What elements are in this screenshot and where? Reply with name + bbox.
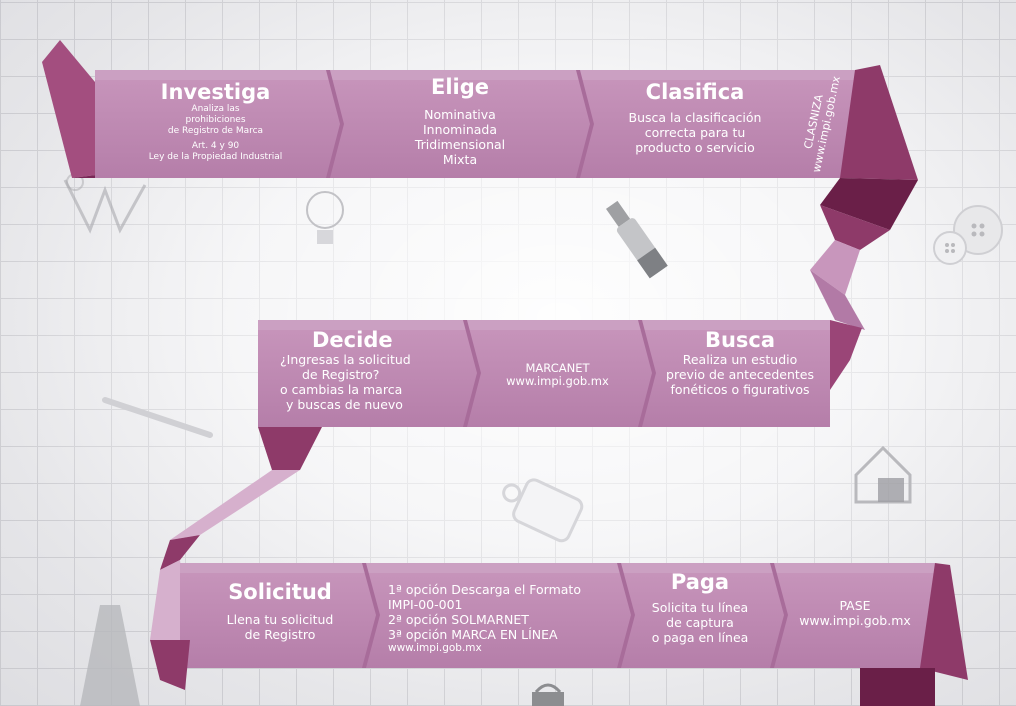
step-busca-title: Busca [704, 328, 776, 352]
step-decide-title: Decide [312, 328, 393, 352]
step-decide-line: de Registro? [302, 367, 380, 382]
step-elige-option: Innominada [422, 122, 497, 137]
step-solicitud-line: Llena tu solicitud [226, 612, 334, 627]
step-elige-option: Nominativa [424, 107, 496, 122]
step-clasifica-line: producto o servicio [635, 140, 755, 155]
step-investiga-line: de Registro de Marca [167, 126, 264, 136]
step-decide-line: ¿Ingresas la solicitud [280, 352, 411, 367]
step-paga-line: Solicita tu línea [651, 600, 749, 615]
buttons-icon [933, 205, 1003, 265]
bag-icon [532, 683, 564, 706]
marcanet-name: MARCANET [525, 362, 590, 375]
step-paga-title: Paga [670, 570, 730, 594]
step-busca-line: previo de antecedentes [666, 367, 814, 382]
house-icon [854, 445, 912, 504]
step-pase: PASE www.impi.gob.mx [785, 598, 925, 638]
step-decide-line: y buscas de nuevo [286, 397, 403, 412]
step-investiga-line: prohibiciones [185, 115, 246, 125]
step-elige-option: Mixta [442, 152, 478, 167]
tag-icon [502, 478, 584, 543]
opcion-line: 2ª opción SOLMARNET [388, 612, 529, 627]
step-investiga-note: Ley de la Propiedad Industrial [148, 152, 283, 162]
step-solicitud: Solicitud Llena tu solicitud de Registro [200, 580, 360, 665]
opcion-url: www.impi.gob.mx [388, 642, 482, 654]
step-paga: Paga Solicita tu línea de captura o paga… [632, 570, 768, 665]
pase-url: www.impi.gob.mx [799, 613, 911, 628]
step-busca: Busca Realiza un estudio previo de antec… [655, 328, 825, 425]
step-investiga-line: Analiza las [191, 104, 240, 114]
step-clasifica-line: correcta para tu [644, 125, 746, 140]
step-decide: Decide ¿Ingresas la solicitud de Registr… [280, 328, 460, 425]
lightbulb-icon [306, 191, 344, 244]
pen-icon [102, 397, 213, 438]
step-paga-line: o paga en línea [651, 630, 749, 645]
step-busca-line: Realiza un estudio [682, 352, 798, 367]
step-opciones: 1ª opción Descarga el Formato IMPI-00-00… [388, 582, 616, 666]
step-clasifica: Clasifica Busca la clasificación correct… [595, 80, 795, 176]
step-decide-line: o cambias la marca [280, 382, 403, 397]
marcanet-url: www.impi.gob.mx [506, 374, 609, 388]
opcion-line: 3ª opción MARCA EN LÍNEA [388, 627, 558, 642]
step-elige-option: Tridimensional [414, 137, 506, 152]
step-investiga-note: Art. 4 y 90 [191, 141, 240, 151]
step-elige-title: Elige [430, 75, 490, 99]
opcion-line: 1ª opción Descarga el Formato [388, 582, 581, 597]
pase-name: PASE [839, 598, 871, 613]
bottle-icon [605, 200, 668, 279]
step-paga-line: de captura [666, 615, 734, 630]
step-busca-line: fonéticos o figurativos [670, 382, 810, 397]
step-investiga-title: Investiga [160, 80, 271, 104]
step-clasifica-line: Busca la clasificación [628, 110, 762, 125]
step-solicitud-line: de Registro [244, 627, 316, 642]
opcion-line: IMPI-00-001 [388, 597, 463, 612]
step-clasifica-title: Clasifica [645, 80, 745, 104]
dress-icon [80, 605, 140, 706]
step-marcanet: MARCANET www.impi.gob.mx [480, 362, 635, 402]
step-elige: Elige Nominativa Innominada Tridimension… [345, 75, 575, 175]
step-solicitud-title: Solicitud [228, 580, 332, 604]
step-investiga: Investiga Analiza las prohibiciones de R… [108, 80, 323, 176]
